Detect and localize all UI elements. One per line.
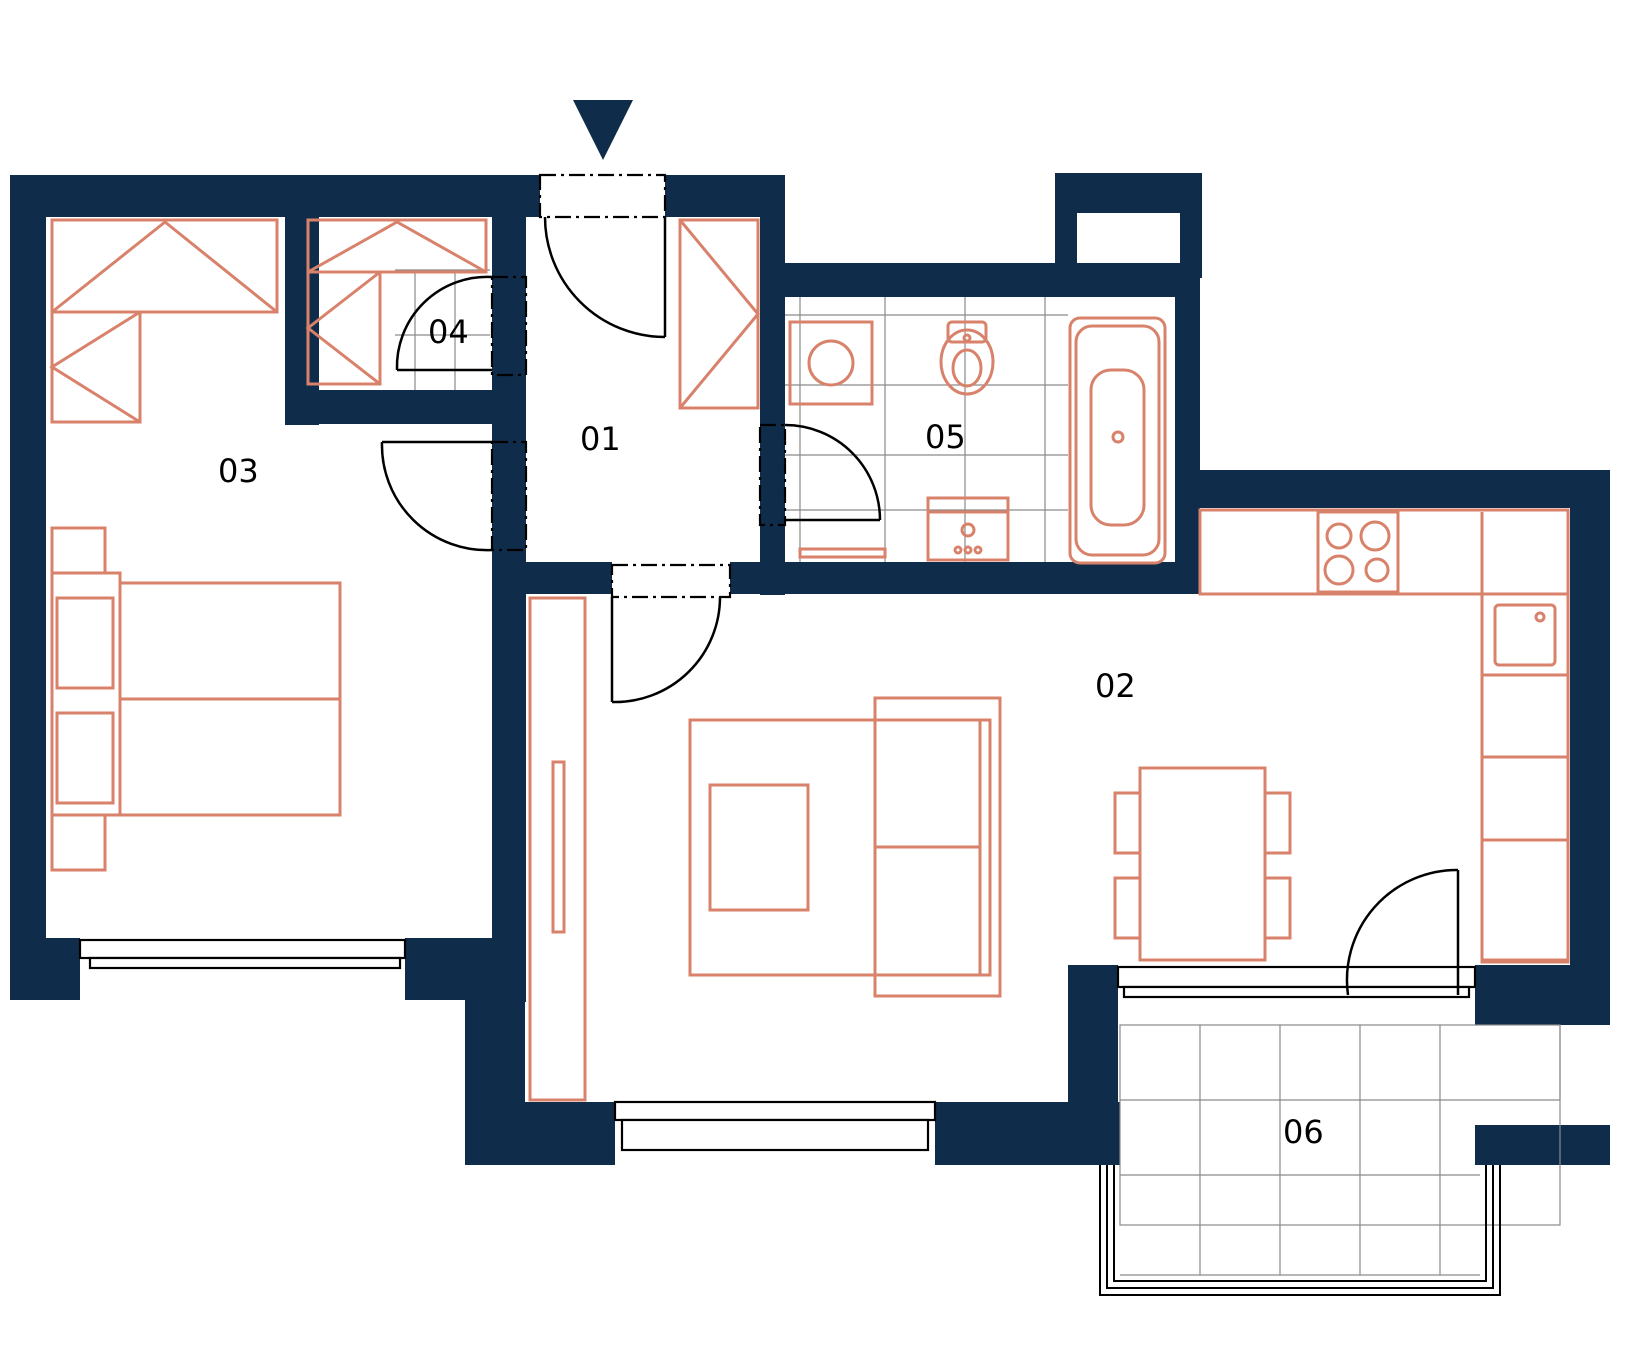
- room-label-05: 05: [925, 418, 966, 456]
- balcony-tiles: [1119, 1024, 1561, 1276]
- windows: [78, 938, 1477, 1152]
- room-label-02: 02: [1095, 667, 1136, 705]
- walls: [10, 173, 1610, 1165]
- room-label-01: 01: [580, 420, 621, 458]
- room-label-04: 04: [428, 313, 469, 351]
- doors: [380, 173, 1460, 996]
- balcony-railing: [1099, 1165, 1501, 1296]
- furniture: [49, 218, 1570, 1102]
- room-label-03: 03: [218, 452, 259, 490]
- room-label-06: 06: [1283, 1113, 1324, 1151]
- entrance-arrow-icon: [573, 100, 633, 160]
